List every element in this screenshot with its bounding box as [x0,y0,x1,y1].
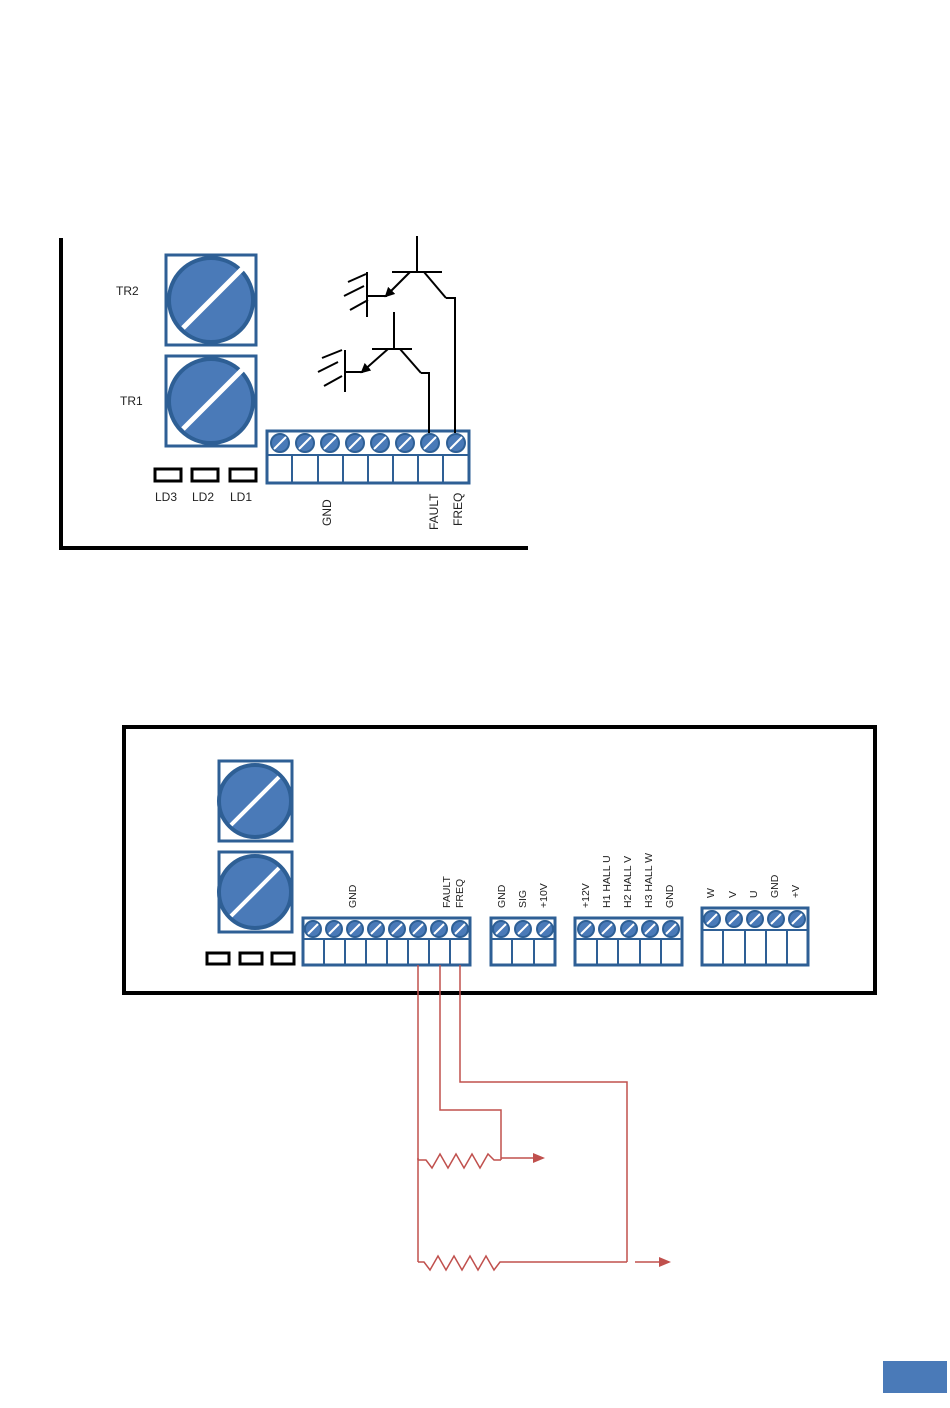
terminal-screw-icon [368,921,384,937]
terminal-label-freq: FREQ [451,493,465,526]
phototransistor-icon [318,312,429,433]
terminal-screw-icon [599,921,615,937]
terminal-block [491,918,555,965]
trimmer-potentiometer-icon [166,356,256,446]
led-indicator-icon [240,953,262,964]
led-indicator-icon [272,953,294,964]
top-board: TR2 TR1 LD3 LD2 LD1 [61,236,528,548]
terminal-label-freq: FREQ [454,879,466,908]
terminal-screw-icon [537,921,553,937]
terminal-screw-icon [447,434,465,452]
terminal-screw-icon [515,921,531,937]
terminal-screw-icon [421,434,439,452]
terminal-screw-icon [768,911,784,927]
terminal-screw-icon [704,911,720,927]
terminal-label-fault: FAULT [427,493,441,530]
trimmer-potentiometer-icon [219,852,292,932]
terminal-screw-icon [747,911,763,927]
terminal-label-hall-u: H1 HALL U [601,855,613,908]
terminal-label-12v: +12V [580,883,592,908]
terminal-screw-icon [305,921,321,937]
led-indicator-icon [230,469,256,481]
terminal-label-hall-w: H3 HALL W [643,853,655,908]
terminal-screw-icon [452,921,468,937]
trimmer-label-tr2: TR2 [116,284,139,298]
phototransistor-icon [344,236,455,433]
terminal-screw-icon [431,921,447,937]
terminal-label-gnd-2: GND [496,884,508,908]
trimmer-potentiometer-icon [166,255,256,345]
terminal-label-10v: +10V [538,883,550,908]
terminal-label-fault: FAULT [441,876,453,908]
led-label-ld3: LD3 [155,490,177,504]
terminal-screw-icon [726,911,742,927]
terminal-screw-icon [296,434,314,452]
terminal-screw-icon [371,434,389,452]
trimmer-potentiometer-icon [219,761,292,841]
bottom-board: GND FAULT FREQ GND SIG +10V [124,727,875,993]
terminal-label-w: W [705,888,717,898]
terminal-screw-icon [642,921,658,937]
terminal-block [702,908,808,965]
terminal-label-gnd: GND [320,499,334,526]
red-wiring [418,965,669,1270]
terminal-screw-icon [389,921,405,937]
freq-wire [460,965,627,1262]
terminal-screw-icon [326,921,342,937]
resistor-icon [418,1256,627,1270]
terminal-label-v: V [727,891,739,898]
terminal-screw-icon [578,921,594,937]
terminal-label-gnd-3: GND [664,884,676,908]
page-number-tab [883,1361,947,1393]
terminal-screw-icon [621,921,637,937]
led-label-ld2: LD2 [192,490,214,504]
led-label-ld1: LD1 [230,490,252,504]
resistor-icon [418,1154,501,1168]
led-indicator-icon [207,953,229,964]
terminal-screw-icon [493,921,509,937]
terminal-screw-icon [346,434,364,452]
terminal-screw-icon [410,921,426,937]
terminal-screw-icon [347,921,363,937]
led-indicator-icon [155,469,181,481]
led-indicator-icon [192,469,218,481]
terminal-screw-icon [396,434,414,452]
terminal-label-plus-v: +V [790,885,802,898]
terminal-screw-icon [789,911,805,927]
terminal-label-gnd: GND [347,884,359,908]
terminal-screw-icon [321,434,339,452]
terminal-label-gnd-4: GND [769,874,781,898]
terminal-label-sig: SIG [517,890,529,908]
terminal-label-u: U [748,890,760,898]
terminal-block [575,918,682,965]
terminal-label-hall-v: H2 HALL V [622,856,634,908]
terminal-screw-icon [663,921,679,937]
terminal-block [303,918,470,965]
trimmer-label-tr1: TR1 [120,394,143,408]
terminal-block [267,431,469,483]
terminal-screw-icon [271,434,289,452]
